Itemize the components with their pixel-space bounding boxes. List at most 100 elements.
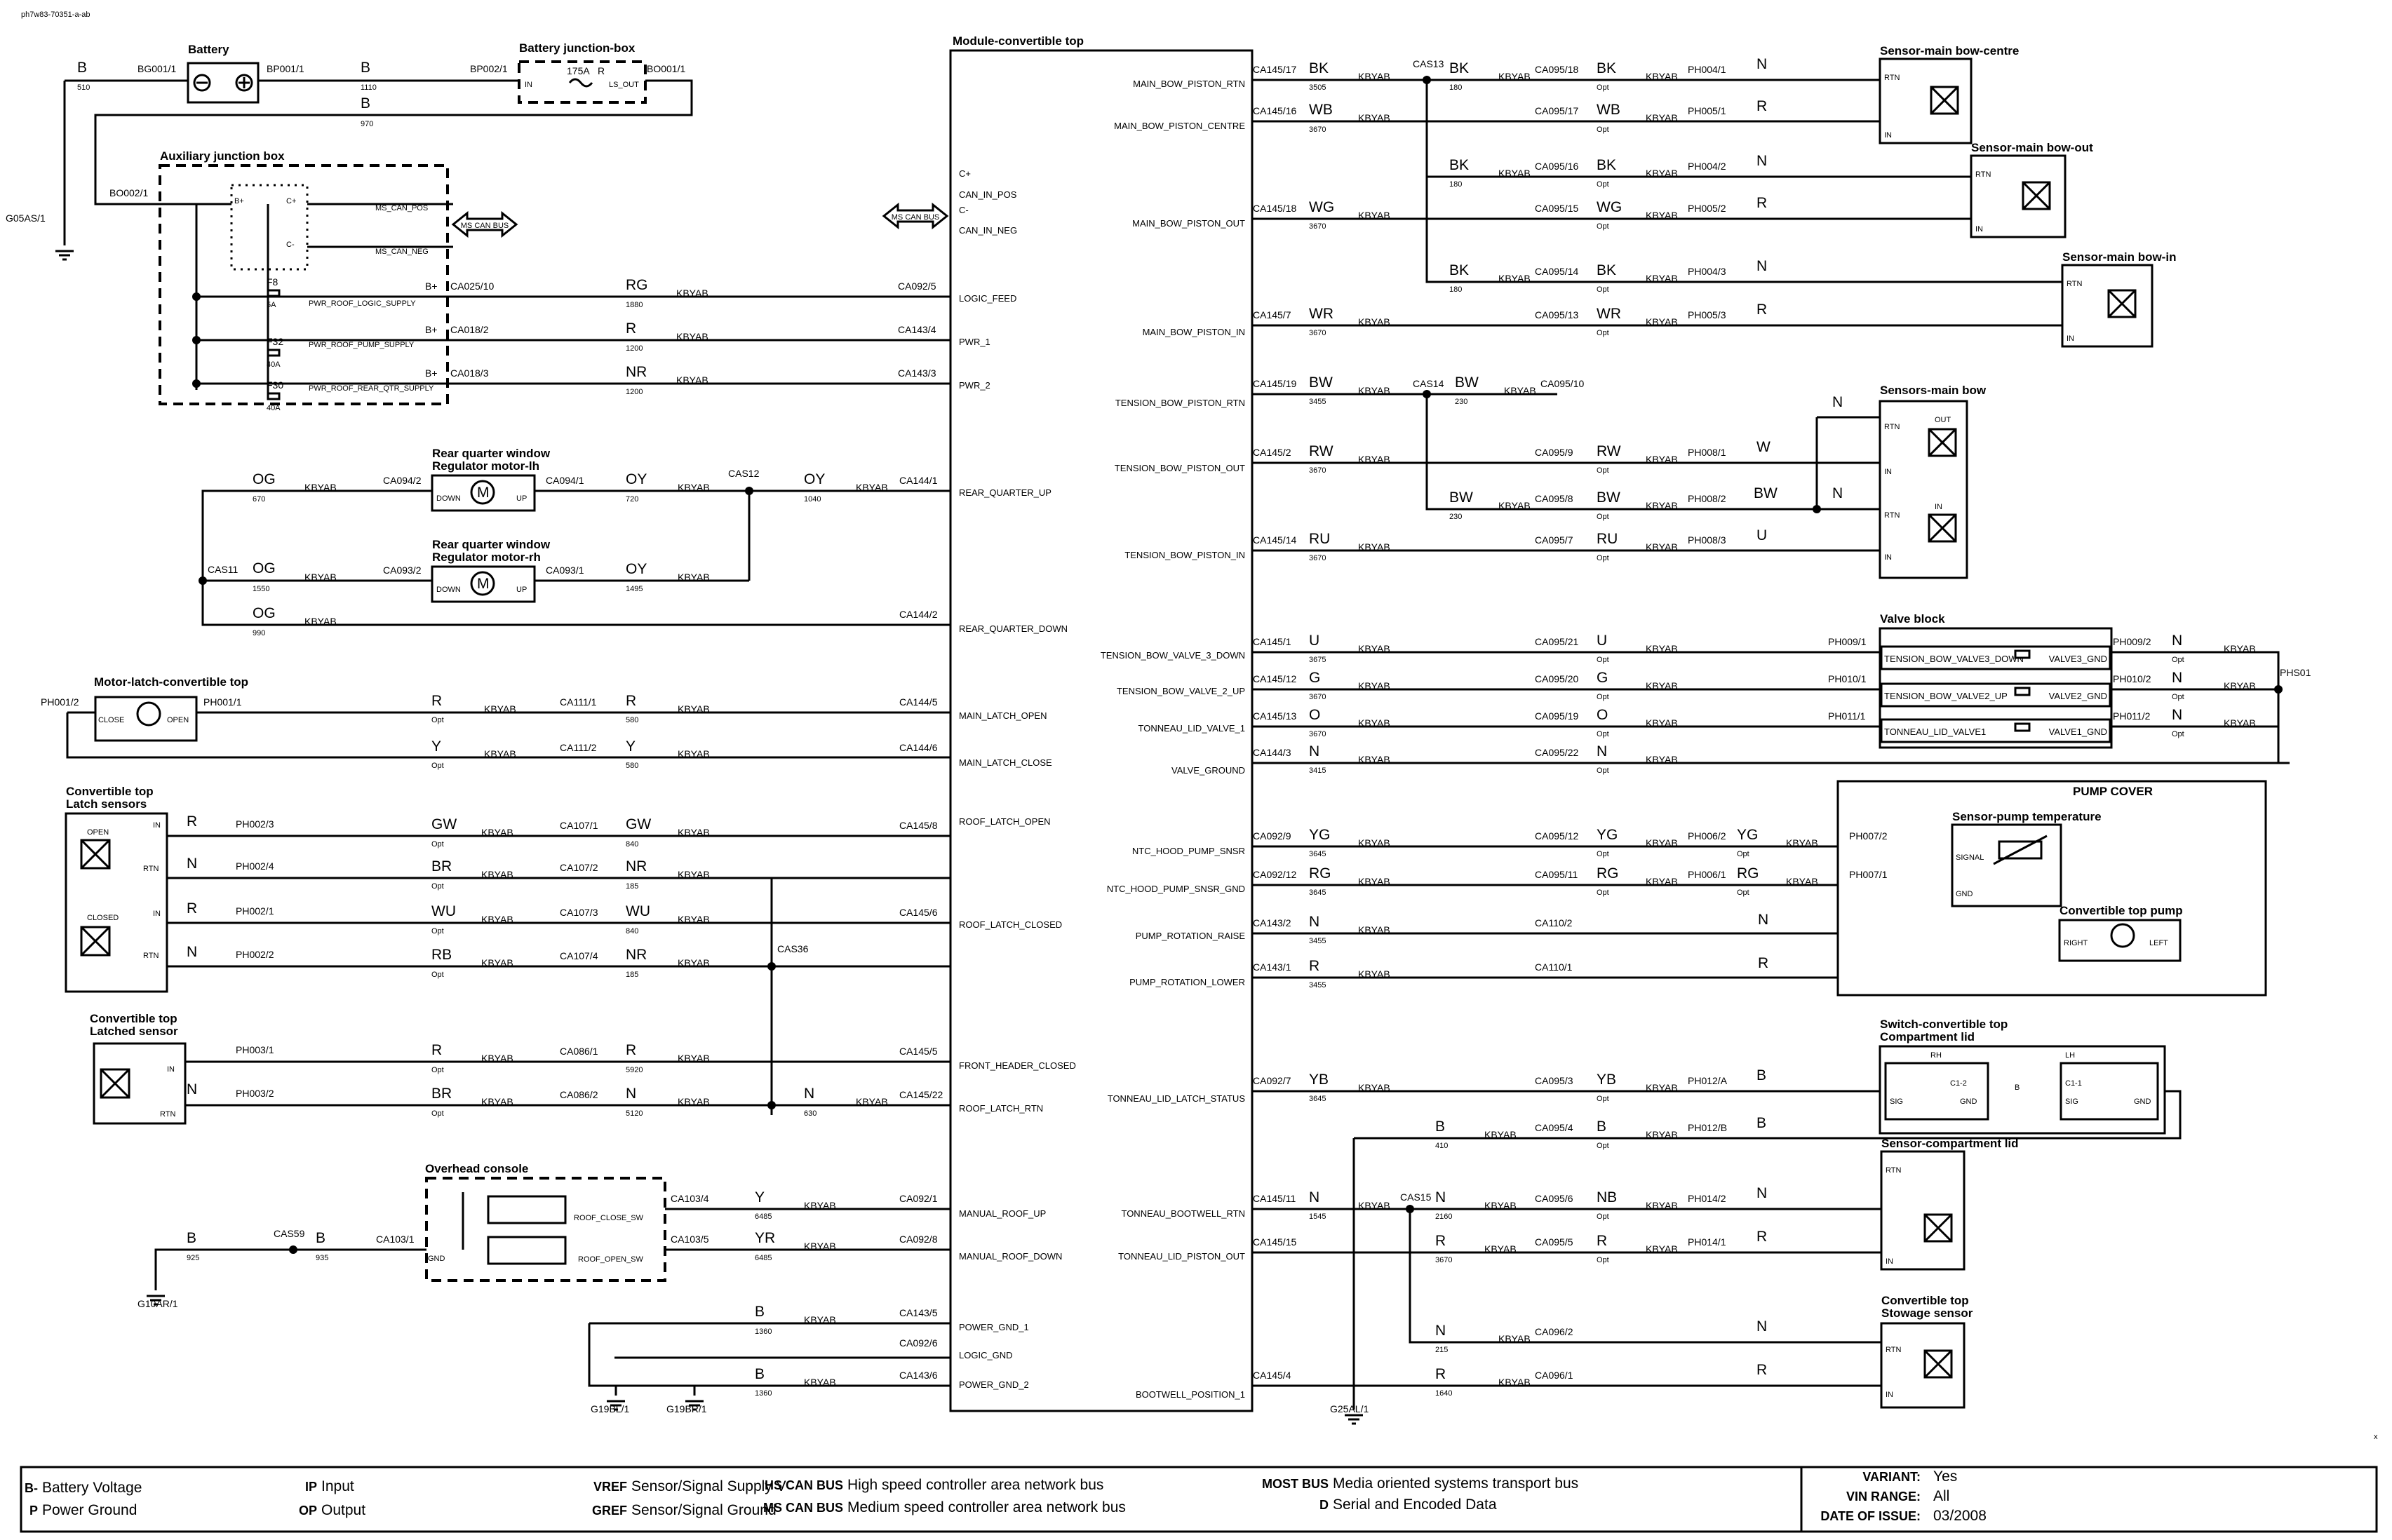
valve-name: TENSION_BOW_VALVE3_DOWN	[1884, 654, 2024, 664]
signal-name: PWR_ROOF_PUMP_SUPPLY	[309, 341, 415, 349]
module-pin-label: MAIN_BOW_PISTON_RTN	[1133, 79, 1245, 89]
wire-label: KBYAB	[1646, 680, 1678, 691]
wire-label: KBYAB	[1358, 1082, 1390, 1093]
wire-label: CA143/2	[1253, 917, 1291, 928]
wire-label: CA143/6	[899, 1370, 938, 1381]
wire-label: KBYAB	[1646, 168, 1678, 179]
wire-label: KBYAB	[481, 827, 513, 838]
wire-label: N	[1309, 1189, 1319, 1205]
wire-label: N	[1756, 1318, 1767, 1335]
wire-label: YB	[1309, 1072, 1329, 1088]
legend-vin: All	[1933, 1488, 1949, 1504]
wire-label: 180	[1449, 180, 1462, 189]
wire-label: KBYAB	[1498, 273, 1531, 284]
wire-label: N	[1435, 1189, 1446, 1205]
wire-label: KBYAB	[1646, 1082, 1678, 1093]
wire-label: N	[2172, 670, 2182, 686]
bjb-title: Battery junction-box	[519, 41, 636, 55]
fuse-rating: 40A	[267, 404, 281, 412]
wire-label: KBYAB	[1646, 273, 1678, 284]
wire-label: CA145/18	[1253, 203, 1296, 214]
wire-label: PH001/2	[41, 696, 79, 708]
wire-label: CAS36	[777, 943, 809, 954]
wire-label: 230	[1449, 513, 1462, 521]
motor-latch-open: OPEN	[167, 716, 189, 724]
wire-label: 3670	[1309, 329, 1326, 337]
wire	[589, 1384, 617, 1396]
pin-in: IN	[153, 821, 161, 830]
wire-label: KBYAB	[678, 572, 710, 583]
splice-dot	[1423, 76, 1431, 84]
wire-label: CA110/2	[1535, 917, 1573, 928]
wire-label: N	[804, 1086, 814, 1102]
wire-label: R	[1756, 98, 1767, 114]
ground-label: G19BL/1	[591, 1403, 629, 1414]
module-pin-label: CAN_IN_NEG	[959, 225, 1017, 236]
rqw-title: Rear quarter window	[432, 538, 551, 551]
wire-label: YG	[1309, 827, 1330, 843]
signal-name: MS_CAN_POS	[375, 204, 428, 212]
module-pin-label: MAIN_BOW_PISTON_IN	[1143, 327, 1245, 337]
fuse-rating: 40A	[267, 360, 281, 369]
rqw-up: UP	[516, 494, 527, 503]
wire-label: 3675	[1309, 656, 1326, 664]
wire-label: KBYAB	[1498, 1377, 1531, 1388]
wire-label: BP001/1	[267, 63, 304, 74]
pin-in: IN	[167, 1065, 175, 1074]
module-pin-label: MAIN_LATCH_CLOSE	[959, 757, 1052, 768]
wire-label: N	[1832, 485, 1843, 501]
pin-left: LEFT	[2149, 939, 2168, 947]
wire-label: CA145/2	[1253, 447, 1291, 458]
pin-rtn: RTN	[1886, 1166, 1901, 1175]
wire-label: CA145/8	[899, 820, 938, 831]
wire-label: U	[1756, 527, 1767, 543]
wire-label: CA145/11	[1253, 1193, 1296, 1204]
wire-label: 3670	[1309, 730, 1326, 738]
wire-label: CA095/11	[1535, 869, 1578, 880]
wire-label: Opt	[431, 1109, 444, 1118]
wire-label: BG001/1	[137, 63, 176, 74]
sensor-icon	[1928, 513, 1957, 543]
wire-label: B+	[425, 367, 438, 379]
wire-label: 1550	[253, 585, 269, 593]
wire-label: WR	[1309, 306, 1333, 322]
wire-label: KBYAB	[1358, 643, 1390, 654]
pin-right: RIGHT	[2064, 939, 2088, 947]
pin-in: IN	[1884, 553, 1892, 562]
wire-label: CA095/13	[1535, 309, 1578, 320]
wire-label: CA095/18	[1535, 64, 1578, 75]
module-pin-label: CAN_IN_POS	[959, 189, 1017, 200]
fuse-rating: 5A	[267, 301, 276, 309]
wire-label: Opt	[1737, 850, 1749, 858]
legend-abbr: HS CAN BUS	[765, 1478, 843, 1492]
module-pin-label: MANUAL_ROOF_DOWN	[959, 1251, 1062, 1262]
wire-label: CA094/2	[383, 475, 422, 486]
sensor-icon	[1923, 1349, 1953, 1379]
wire-label: KBYAB	[304, 482, 337, 493]
fuse-icon	[267, 392, 281, 400]
wire-label: N	[1756, 153, 1767, 169]
wire-label: KBYAB	[1358, 1200, 1390, 1211]
motor-icon: M	[477, 485, 490, 501]
wire-label: KBYAB	[2224, 717, 2256, 729]
wire-label: 5120	[626, 1109, 643, 1118]
switch-label: ROOF_CLOSE_SW	[574, 1214, 644, 1222]
wire-label: CAS14	[1413, 378, 1444, 389]
module-pin-label: ROOF_LATCH_OPEN	[959, 816, 1051, 827]
fuse-icon	[267, 349, 281, 357]
wire-label: 3670	[1435, 1256, 1452, 1264]
module-pin-label: TONNEAU_LID_LATCH_STATUS	[1108, 1093, 1246, 1104]
wire-label: RW	[1597, 443, 1621, 459]
wire-label: KBYAB	[678, 957, 710, 968]
wire-label: 630	[804, 1109, 817, 1118]
wire-label: KBYAB	[2224, 680, 2256, 691]
valve-row	[1880, 718, 2111, 743]
wire-label: BW	[1597, 489, 1620, 506]
wire-label: KBYAB	[481, 1096, 513, 1107]
sensor-icon	[2022, 181, 2051, 210]
wire-label: R	[187, 900, 197, 917]
wire-label: 1880	[626, 301, 643, 309]
wire-label: KBYAB	[804, 1241, 836, 1252]
wire-label: WU	[626, 903, 650, 919]
